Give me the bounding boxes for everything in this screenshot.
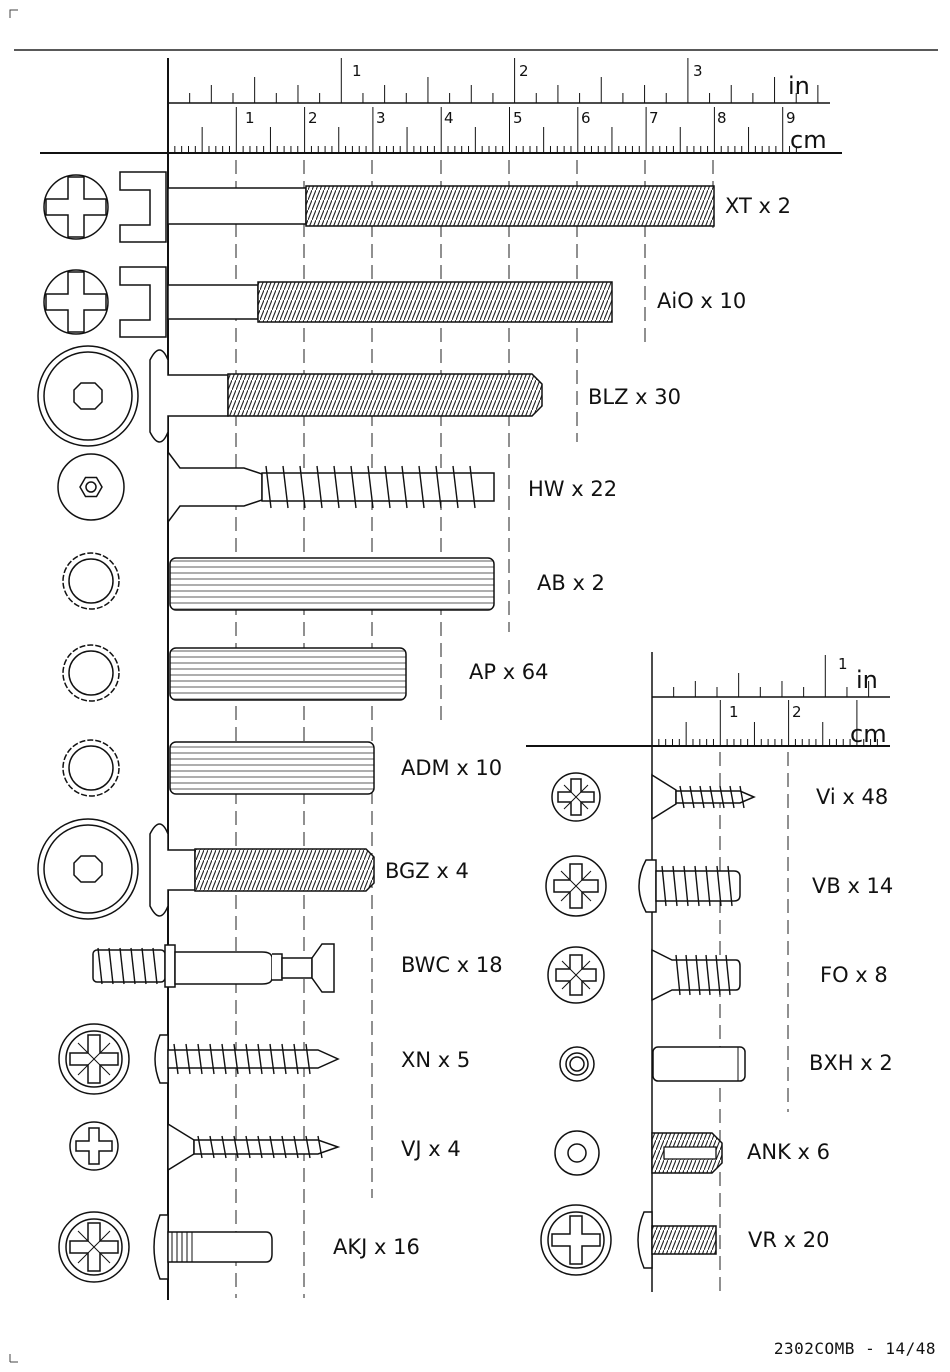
anchor-end-icon — [555, 1131, 599, 1175]
cross-head-icon — [44, 270, 108, 334]
pozidriv-head-icon — [552, 773, 600, 821]
spring-ring-icon — [560, 1047, 594, 1081]
inch-number-1: 1 — [352, 62, 362, 80]
part-adm: ADM x 10 — [63, 740, 502, 796]
part-label-ap: AP x 64 — [469, 660, 549, 684]
part-xn: XN x 5 — [59, 1024, 470, 1094]
part-label-aio: AiO x 10 — [657, 289, 746, 313]
cross-head-small-icon — [70, 1122, 118, 1170]
part-label-adm: ADM x 10 — [401, 756, 502, 780]
cm-unit-label: cm — [790, 126, 827, 154]
small-inch-number-1: 1 — [838, 655, 848, 673]
pozidriv-head-icon — [59, 1024, 129, 1094]
part-label-bxh: BXH x 2 — [809, 1051, 893, 1075]
cm-number-5: 5 — [513, 109, 523, 127]
part-label-bwc: BWC x 18 — [401, 953, 503, 977]
small-cm-unit-label: cm — [850, 720, 887, 748]
part-blz: BLZ x 30 — [38, 346, 681, 446]
part-hw: HW x 22 — [58, 452, 617, 522]
page-footer: 2302COMB - 14/48 — [774, 1339, 936, 1358]
part-aio: AiO x 10 — [44, 267, 746, 337]
part-label-vj: VJ x 4 — [401, 1137, 461, 1161]
inch-unit-label: in — [788, 72, 810, 100]
part-label-hw: HW x 22 — [528, 477, 617, 501]
inch-ticks — [168, 58, 818, 103]
cm-number-3: 3 — [376, 109, 386, 127]
part-vr: VR x 20 — [541, 1205, 829, 1275]
part-bxh: BXH x 2 — [560, 1047, 893, 1081]
cm-number-4: 4 — [444, 109, 454, 127]
part-fo: FO x 8 — [548, 947, 888, 1003]
cm-number-7: 7 — [649, 109, 659, 127]
cm-ticks — [168, 107, 796, 153]
side-profile-icon — [120, 172, 166, 242]
part-label-xn: XN x 5 — [401, 1048, 470, 1072]
part-label-ank: ANK x 6 — [747, 1140, 830, 1164]
part-ank: ANK x 6 — [555, 1131, 830, 1175]
cross-head-icon — [44, 175, 108, 239]
cm-number-6: 6 — [581, 109, 591, 127]
hex-head-icon — [58, 454, 124, 520]
part-label-blz: BLZ x 30 — [588, 385, 681, 409]
part-label-ab: AB x 2 — [537, 571, 605, 595]
small-cm-number-1: 1 — [729, 703, 739, 721]
part-label-fo: FO x 8 — [820, 963, 888, 987]
part-xt: XT x 2 — [44, 172, 791, 242]
pozidriv-head-icon — [59, 1212, 129, 1282]
inch-number-2: 2 — [519, 62, 529, 80]
part-label-vb: VB x 14 — [812, 874, 893, 898]
part-ab: AB x 2 — [63, 553, 605, 610]
side-profile-icon — [120, 267, 166, 337]
part-label-vr: VR x 20 — [748, 1228, 829, 1252]
corner-marks — [10, 10, 18, 1362]
small-inch-unit-label: in — [856, 666, 878, 694]
part-ap: AP x 64 — [63, 645, 549, 701]
part-label-bgz: BGZ x 4 — [385, 859, 469, 883]
part-bwc: BWC x 18 — [93, 944, 503, 992]
cm-number-1: 1 — [245, 109, 255, 127]
part-vj: VJ x 4 — [70, 1122, 461, 1170]
pozidriv-head-icon — [548, 947, 604, 1003]
part-label-vi: Vi x 48 — [816, 785, 888, 809]
hex-socket-head-icon — [38, 819, 138, 919]
cm-number-2: 2 — [308, 109, 318, 127]
part-label-akj: AKJ x 16 — [333, 1235, 420, 1259]
dowel-end-icon — [63, 645, 119, 701]
part-akj: AKJ x 16 — [59, 1212, 420, 1282]
small-cm-number-2: 2 — [792, 703, 802, 721]
dowel-end-icon — [63, 740, 119, 796]
cross-head-large-icon — [541, 1205, 611, 1275]
inch-number-3: 3 — [693, 62, 703, 80]
measure-guides — [236, 160, 713, 1298]
hex-socket-head-icon — [38, 346, 138, 446]
cm-number-8: 8 — [717, 109, 727, 127]
part-bgz: BGZ x 4 — [38, 819, 469, 919]
pozidriv-head-icon — [546, 856, 606, 916]
dowel-end-icon — [63, 553, 119, 609]
part-label-xt: XT x 2 — [725, 194, 791, 218]
cm-number-9: 9 — [786, 109, 796, 127]
